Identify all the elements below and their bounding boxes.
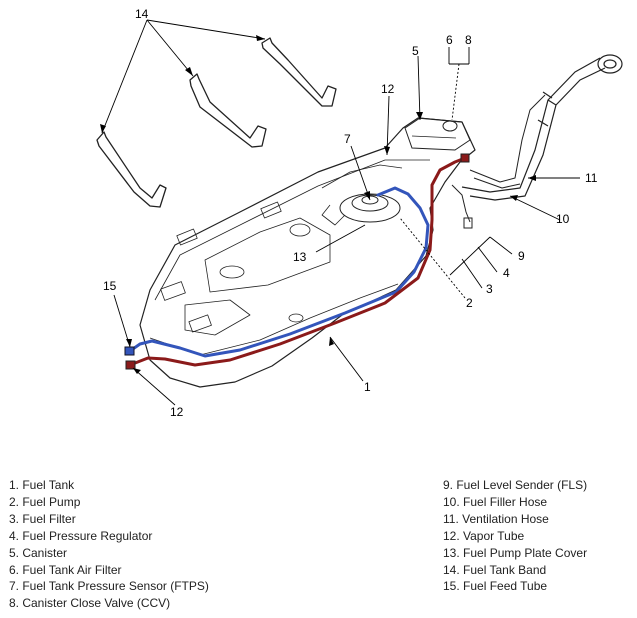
callout-2: 2 <box>466 296 473 310</box>
callout-labels: 14 5 6 8 12 7 11 10 9 4 3 2 13 15 1 12 <box>103 7 598 419</box>
legend-item-fuel-pressure-regulator: 4. Fuel Pressure Regulator <box>9 528 153 543</box>
legend-item-canister: 5. Canister <box>9 545 68 560</box>
tank-band-right <box>261 37 337 107</box>
legend-item-fuel-tank: 1. Fuel Tank <box>9 478 75 492</box>
vapor-tube <box>128 156 467 367</box>
callout-10: 10 <box>556 212 570 226</box>
leader-arrowheads <box>100 35 536 374</box>
tank-band-middle <box>189 73 267 148</box>
legend-left-column: 1. Fuel Tank 2. Fuel Pump 3. Fuel Filter… <box>9 477 209 612</box>
vapor-tube-connector <box>125 360 136 370</box>
legend-item-vapor-tube: 12. Vapor Tube <box>443 528 525 543</box>
callout-11: 11 <box>585 171 598 185</box>
feed-tube-connector <box>124 346 135 356</box>
legend-item-fuel-tank-band: 14. Fuel Tank Band <box>443 562 547 577</box>
legend-item-fuel-filler-hose: 10. Fuel Filler Hose <box>443 494 548 509</box>
ventilation-hose <box>469 94 546 189</box>
legend-item-ftps: 7. Fuel Tank Pressure Sensor (FTPS) <box>9 579 209 594</box>
legend-item-fuel-filter: 3. Fuel Filter <box>9 511 76 526</box>
canister <box>404 117 471 151</box>
legend-item-fuel-pump-plate-cover: 13. Fuel Pump Plate Cover <box>443 545 588 560</box>
fuel-feed-tube <box>128 186 430 358</box>
callout-7: 7 <box>344 132 351 146</box>
legend-item-fls: 9. Fuel Level Sender (FLS) <box>443 478 588 492</box>
callout-3: 3 <box>486 282 493 296</box>
callout-5: 5 <box>412 44 419 58</box>
vapor-tube-top-connector <box>460 153 470 163</box>
fuel-system-diagram: 14 5 6 8 12 7 11 10 9 4 3 2 13 15 1 12 <box>96 7 623 419</box>
callout-1: 1 <box>364 380 371 394</box>
legend-item-ccv: 8. Canister Close Valve (CCV) <box>9 596 171 611</box>
tank-band-left <box>96 131 167 208</box>
fuel-level-sender <box>451 184 473 229</box>
callout-12-top: 12 <box>381 82 395 96</box>
legend-item-fuel-feed-tube: 15. Fuel Feed Tube <box>443 579 548 594</box>
fuel-tank-bands <box>96 37 337 208</box>
callout-8: 8 <box>465 33 472 47</box>
legend-item-fuel-pump: 2. Fuel Pump <box>9 494 81 509</box>
legend-item-fuel-tank-air-filter: 6. Fuel Tank Air Filter <box>9 562 122 577</box>
callout-4: 4 <box>503 266 510 280</box>
fuel-filler-hose <box>461 54 623 201</box>
callout-6: 6 <box>446 33 453 47</box>
legend-right-column: 9. Fuel Level Sender (FLS) 10. Fuel Fill… <box>443 477 587 595</box>
callout-13: 13 <box>293 250 307 264</box>
legend-item-ventilation-hose: 11. Ventilation Hose <box>443 511 549 526</box>
callout-9: 9 <box>518 249 525 263</box>
leader-lines <box>101 19 580 406</box>
callout-12-bottom: 12 <box>170 405 184 419</box>
callout-15: 15 <box>103 279 117 293</box>
callout-14: 14 <box>135 7 149 21</box>
